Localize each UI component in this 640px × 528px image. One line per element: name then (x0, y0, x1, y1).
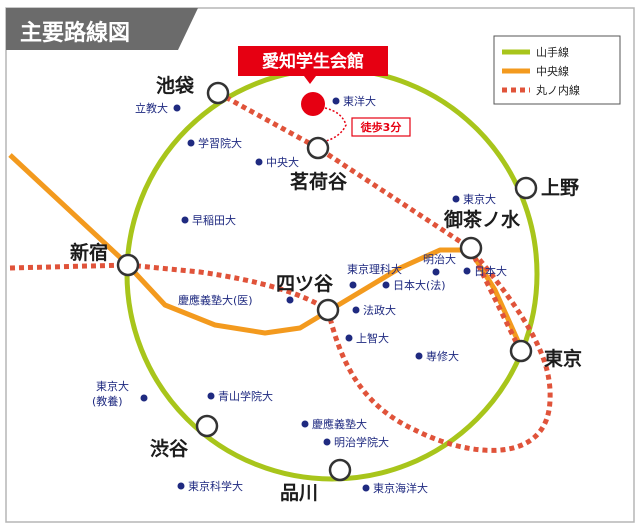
map-title: 主要路線図 (20, 20, 130, 46)
station-tokyo-marker (509, 339, 533, 363)
walk-route (321, 107, 347, 143)
university-dot (332, 97, 340, 105)
station-shinjuku: 新宿 (70, 241, 140, 277)
station-ueno-label: 上野 (541, 177, 579, 199)
station-shinagawa: 品川 (280, 458, 352, 504)
marunouchi-north-segment (216, 90, 523, 352)
station-tokyo: 東京 (509, 339, 582, 370)
station-shinjuku-marker (116, 253, 140, 277)
legend: 山手線 中央線 丸ノ内線 (493, 35, 621, 105)
station-myogadani: 茗荷谷 (290, 136, 348, 193)
station-ikebukuro-marker (206, 81, 230, 105)
university-aoyama: 青山学院大 (218, 389, 273, 403)
university-dot (140, 394, 148, 402)
university-gakushuin: 学習院大 (198, 136, 242, 150)
university-rikkyo: 立教大 (135, 101, 168, 115)
university-nihon-law: 日本大(法) (393, 278, 446, 292)
university-toyo: 東洋大 (343, 94, 376, 108)
university-keio-med: 慶應義塾大(医) (178, 293, 253, 307)
station-tokyo-label: 東京 (544, 347, 582, 370)
university-dot (323, 438, 331, 446)
station-ikebukuro-label: 池袋 (156, 74, 195, 97)
station-shibuya-marker (195, 414, 219, 438)
station-yotsuya-marker (316, 298, 340, 322)
station-shibuya: 渋谷 (150, 414, 219, 460)
university-dot (452, 195, 460, 203)
university-dot (187, 139, 195, 147)
marunouchi-line (9, 90, 553, 453)
university-nihon: 日本大 (474, 264, 507, 278)
station-shinagawa-label: 品川 (280, 482, 318, 504)
marunouchi-loop-segment (325, 246, 553, 453)
university-todai: 東京大 (463, 192, 496, 206)
university-dot (345, 334, 353, 342)
university-dot (463, 267, 471, 275)
university-dot (382, 281, 390, 289)
university-waseda: 早稲田大 (192, 213, 236, 227)
university-dot (286, 296, 294, 304)
venue: 愛知学生会館 徒歩3分 (238, 46, 411, 143)
university-dot (181, 216, 189, 224)
legend-marunouchi-label: 丸ノ内線 (536, 83, 580, 97)
station-shinjuku-label: 新宿 (70, 241, 108, 264)
university-dot (349, 281, 357, 289)
university-tus: 東京理科大 (347, 262, 402, 276)
university-meiji: 明治大 (423, 252, 456, 266)
venue-label: 愛知学生会館 (262, 51, 364, 72)
station-shibuya-label: 渋谷 (150, 437, 189, 460)
stations: 池袋 茗荷谷 上野 御茶ノ水 新宿 四ツ谷 東京 渋谷 (70, 74, 582, 504)
university-todai-kyoyo-name: 東京大 (96, 379, 129, 393)
legend-chuo-label: 中央線 (536, 64, 569, 78)
university-meiji-gakuin: 明治学院大 (334, 435, 389, 449)
university-dot (362, 484, 370, 492)
university-dot (255, 158, 263, 166)
station-myogadani-marker (306, 136, 330, 160)
legend-yamanote-label: 山手線 (536, 45, 569, 59)
walk-badge (351, 117, 411, 137)
university-kaiyo: 東京海洋大 (373, 481, 428, 495)
university-dot (301, 420, 309, 428)
marunouchi-west-segment (9, 262, 330, 313)
station-yotsuya-label: 四ツ谷 (276, 273, 334, 295)
station-ueno-marker (514, 176, 538, 200)
university-hosei: 法政大 (363, 303, 396, 317)
station-ochanomizu-label: 御茶ノ水 (443, 208, 521, 231)
university-sophia: 上智大 (356, 331, 389, 345)
venue-badge (238, 46, 388, 76)
station-ochanomizu-marker (459, 236, 483, 260)
university-tokyo-tech: 東京科学大 (188, 479, 243, 493)
university-todai-kyoyo-campus: (教養) (92, 394, 123, 408)
university-dot (207, 392, 215, 400)
university-senshu: 専修大 (426, 349, 459, 363)
station-ochanomizu: 御茶ノ水 (443, 208, 521, 260)
walk-time: 徒歩3分 (360, 120, 402, 134)
venue-marker (301, 92, 325, 116)
university-chuo: 中央大 (266, 155, 299, 169)
header-background (6, 8, 198, 50)
map-header: 主要路線図 (6, 8, 198, 50)
university-dot (415, 352, 423, 360)
university-dot (173, 104, 181, 112)
station-ikebukuro: 池袋 (156, 74, 230, 105)
venue-badge-pointer (304, 76, 316, 84)
station-yotsuya: 四ツ谷 (276, 273, 340, 322)
station-ueno: 上野 (514, 176, 579, 200)
universities: 立教大 東洋大 学習院大 中央大 東京大 早稲田大 明治大 東京理科大 日本大(… (92, 94, 507, 495)
map-frame (5, 7, 635, 523)
university-keio: 慶應義塾大 (312, 417, 367, 431)
university-dot (352, 306, 360, 314)
university-dot (432, 268, 440, 276)
university-dot (177, 482, 185, 490)
station-myogadani-label: 茗荷谷 (290, 170, 348, 193)
station-shinagawa-marker (328, 458, 352, 482)
